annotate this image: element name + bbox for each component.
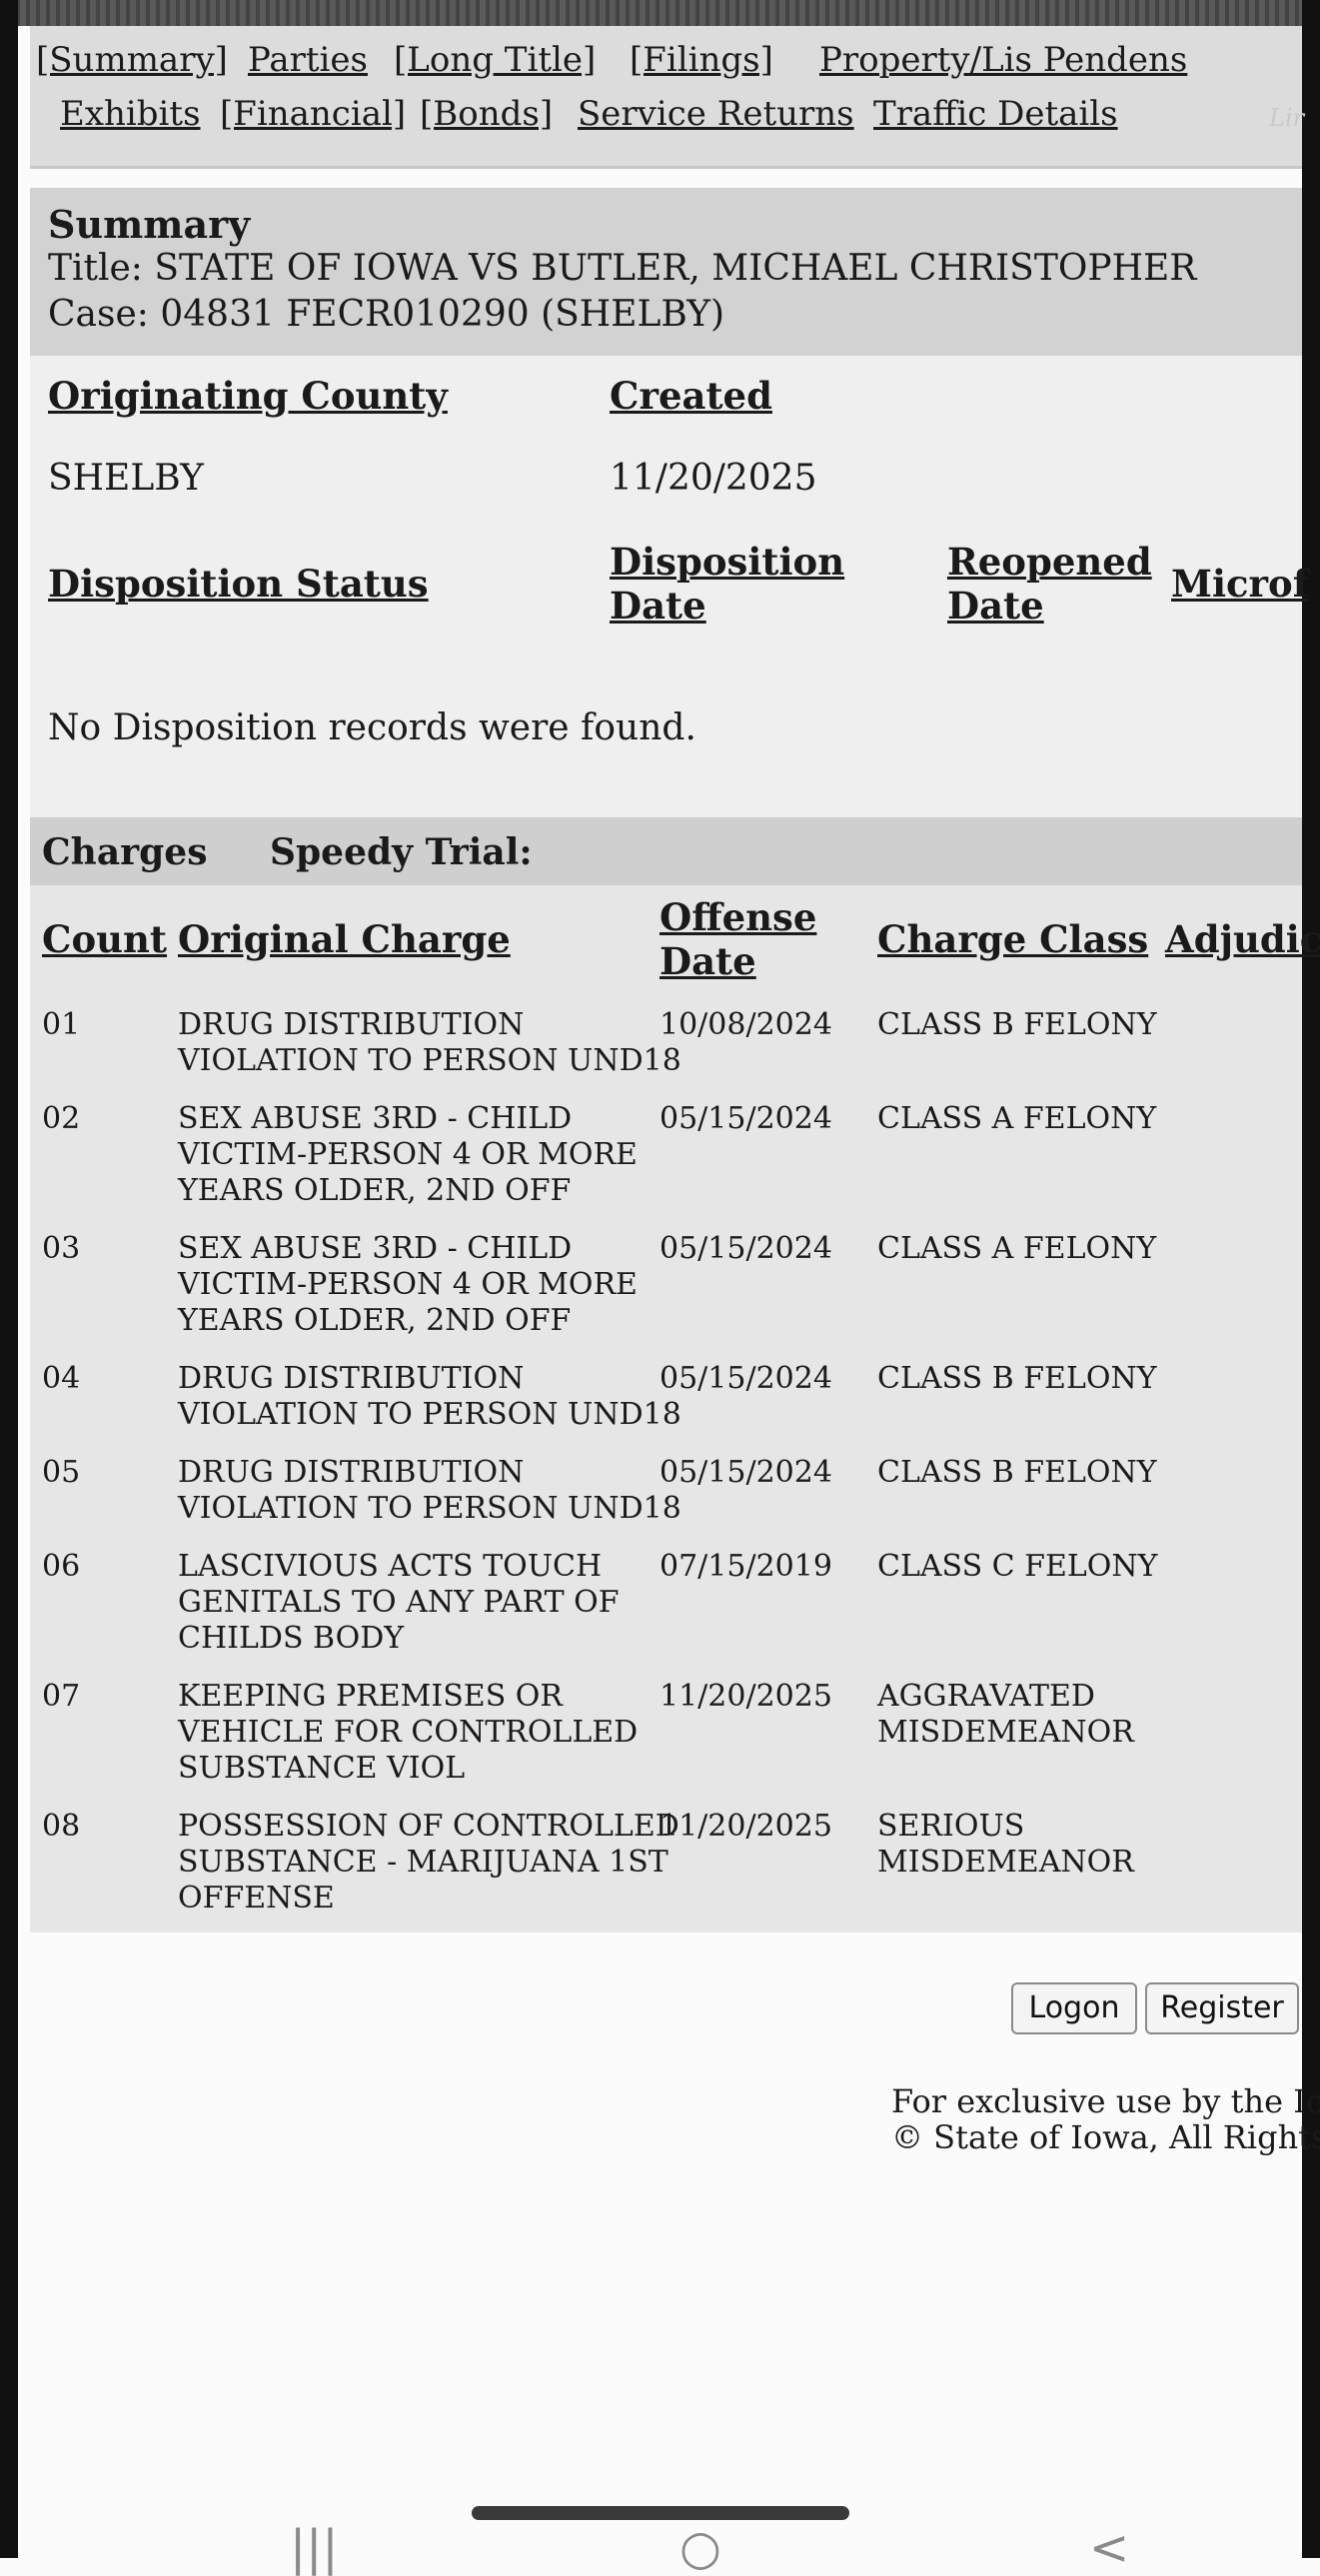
disposition-date-header: Disposition Date bbox=[610, 540, 845, 628]
created-header: Created bbox=[610, 374, 772, 418]
nav-bonds-link[interactable]: [Bonds] bbox=[420, 94, 554, 134]
no-disposition-message: No Disposition records were found. bbox=[48, 707, 696, 748]
charge-class-cell: CLASS B FELONY bbox=[877, 1455, 1157, 1490]
charge-description-cell: POSSESSION OF CONTROLLED SUBSTANCE - MAR… bbox=[178, 1809, 679, 1916]
charge-class-cell: AGGRAVATED MISDEMEANOR bbox=[877, 1679, 1134, 1750]
reopened-date-header: Reopened Date bbox=[947, 540, 1152, 628]
nav-cutoff-text: Lir bbox=[1269, 104, 1305, 132]
home-icon[interactable]: ○ bbox=[679, 2520, 721, 2576]
charge-class-column-header: Charge Class bbox=[877, 917, 1149, 961]
charge-count-cell: 02 bbox=[42, 1101, 81, 1136]
charge-class-cell: CLASS A FELONY bbox=[877, 1231, 1157, 1266]
charge-count-cell: 04 bbox=[42, 1361, 81, 1396]
footer-use-notice: For exclusive use by the Iow bbox=[891, 2082, 1320, 2120]
nav-filings-link[interactable]: [Filings] bbox=[630, 40, 773, 80]
offense-date-column-header: Offense Date bbox=[660, 895, 817, 983]
charge-description-cell: DRUG DISTRIBUTION VIOLATION TO PERSON UN… bbox=[178, 1361, 681, 1432]
charge-count-cell: 03 bbox=[42, 1231, 81, 1266]
gesture-home-pill[interactable] bbox=[472, 2506, 849, 2520]
status-bar-strip bbox=[0, 0, 1320, 26]
offense-date-cell: 07/15/2019 bbox=[660, 1549, 832, 1584]
logon-button[interactable]: Logon bbox=[1011, 1982, 1137, 2034]
originating-county-value: SHELBY bbox=[48, 458, 204, 499]
offense-date-cell: 05/15/2024 bbox=[660, 1231, 832, 1266]
back-icon[interactable]: < bbox=[1089, 2520, 1130, 2576]
nav-long-title-link[interactable]: [Long Title] bbox=[394, 40, 597, 80]
recents-icon[interactable]: ||| bbox=[290, 2520, 339, 2576]
charge-description-cell: KEEPING PREMISES OR VEHICLE FOR CONTROLL… bbox=[178, 1679, 639, 1786]
charge-description-cell: SEX ABUSE 3RD - CHILD VICTIM-PERSON 4 OR… bbox=[178, 1231, 638, 1338]
nav-property-lis-pendens-link[interactable]: Property/Lis Pendens bbox=[819, 40, 1188, 80]
screen-edge-left bbox=[0, 0, 18, 2558]
count-column-header: Count bbox=[42, 917, 168, 961]
case-title: Title: STATE OF IOWA VS BUTLER, MICHAEL … bbox=[48, 248, 1197, 289]
case-number: Case: 04831 FECR010290 (SHELBY) bbox=[48, 294, 725, 335]
offense-date-cell: 11/20/2025 bbox=[660, 1809, 832, 1844]
microfilm-header: Microf bbox=[1171, 562, 1309, 606]
nav-financial-link[interactable]: [Financial] bbox=[220, 94, 407, 134]
summary-panel: Summary Title: STATE OF IOWA VS BUTLER, … bbox=[30, 188, 1309, 817]
charge-count-cell: 06 bbox=[42, 1549, 81, 1584]
adjudication-column-header: Adjudic bbox=[1165, 917, 1320, 961]
register-button[interactable]: Register bbox=[1145, 1982, 1299, 2034]
nav-summary-link[interactable]: [Summary] bbox=[36, 40, 228, 80]
created-value: 11/20/2025 bbox=[610, 458, 817, 499]
summary-header: Summary Title: STATE OF IOWA VS BUTLER, … bbox=[30, 188, 1302, 356]
charge-description-cell: SEX ABUSE 3RD - CHILD VICTIM-PERSON 4 OR… bbox=[178, 1101, 638, 1208]
offense-date-cell: 11/20/2025 bbox=[660, 1679, 832, 1714]
offense-date-cell: 10/08/2024 bbox=[660, 1007, 832, 1042]
charges-section: Charges Speedy Trial: Count Original Cha… bbox=[30, 817, 1320, 1932]
charge-class-cell: CLASS A FELONY bbox=[877, 1101, 1157, 1136]
speedy-trial-label: Speedy Trial: bbox=[270, 831, 533, 873]
charge-description-cell: LASCIVIOUS ACTS TOUCH GENITALS TO ANY PA… bbox=[178, 1549, 620, 1656]
charge-class-cell: CLASS B FELONY bbox=[877, 1007, 1157, 1042]
case-nav-menu: [Summary] Parties [Long Title] [Filings]… bbox=[30, 26, 1305, 169]
originating-county-header: Originating County bbox=[48, 374, 448, 418]
disposition-status-header: Disposition Status bbox=[48, 562, 429, 606]
offense-date-cell: 05/15/2024 bbox=[660, 1455, 832, 1490]
charge-description-cell: DRUG DISTRIBUTION VIOLATION TO PERSON UN… bbox=[178, 1007, 681, 1078]
offense-date-cell: 05/15/2024 bbox=[660, 1361, 832, 1396]
charge-count-cell: 01 bbox=[42, 1007, 81, 1042]
nav-service-returns-link[interactable]: Service Returns bbox=[578, 94, 854, 134]
screen-edge-right bbox=[1302, 0, 1320, 2558]
nav-parties-link[interactable]: Parties bbox=[248, 40, 368, 80]
offense-date-cell: 05/15/2024 bbox=[660, 1101, 832, 1136]
charge-count-cell: 07 bbox=[42, 1679, 81, 1714]
nav-exhibits-link[interactable]: Exhibits bbox=[60, 94, 201, 134]
charge-class-cell: SERIOUS MISDEMEANOR bbox=[877, 1809, 1134, 1880]
charges-heading: Charges bbox=[42, 831, 208, 873]
charge-class-cell: CLASS C FELONY bbox=[877, 1549, 1158, 1584]
charge-count-cell: 08 bbox=[42, 1809, 81, 1844]
footer-copyright: © State of Iowa, All Rights R bbox=[891, 2118, 1320, 2156]
charge-description-cell: DRUG DISTRIBUTION VIOLATION TO PERSON UN… bbox=[178, 1455, 681, 1526]
charges-bar: Charges Speedy Trial: bbox=[30, 817, 1302, 885]
summary-heading: Summary bbox=[48, 202, 251, 247]
original-charge-column-header: Original Charge bbox=[178, 917, 511, 961]
charge-class-cell: CLASS B FELONY bbox=[877, 1361, 1157, 1396]
nav-traffic-details-link[interactable]: Traffic Details bbox=[873, 94, 1118, 134]
charge-count-cell: 05 bbox=[42, 1455, 81, 1490]
